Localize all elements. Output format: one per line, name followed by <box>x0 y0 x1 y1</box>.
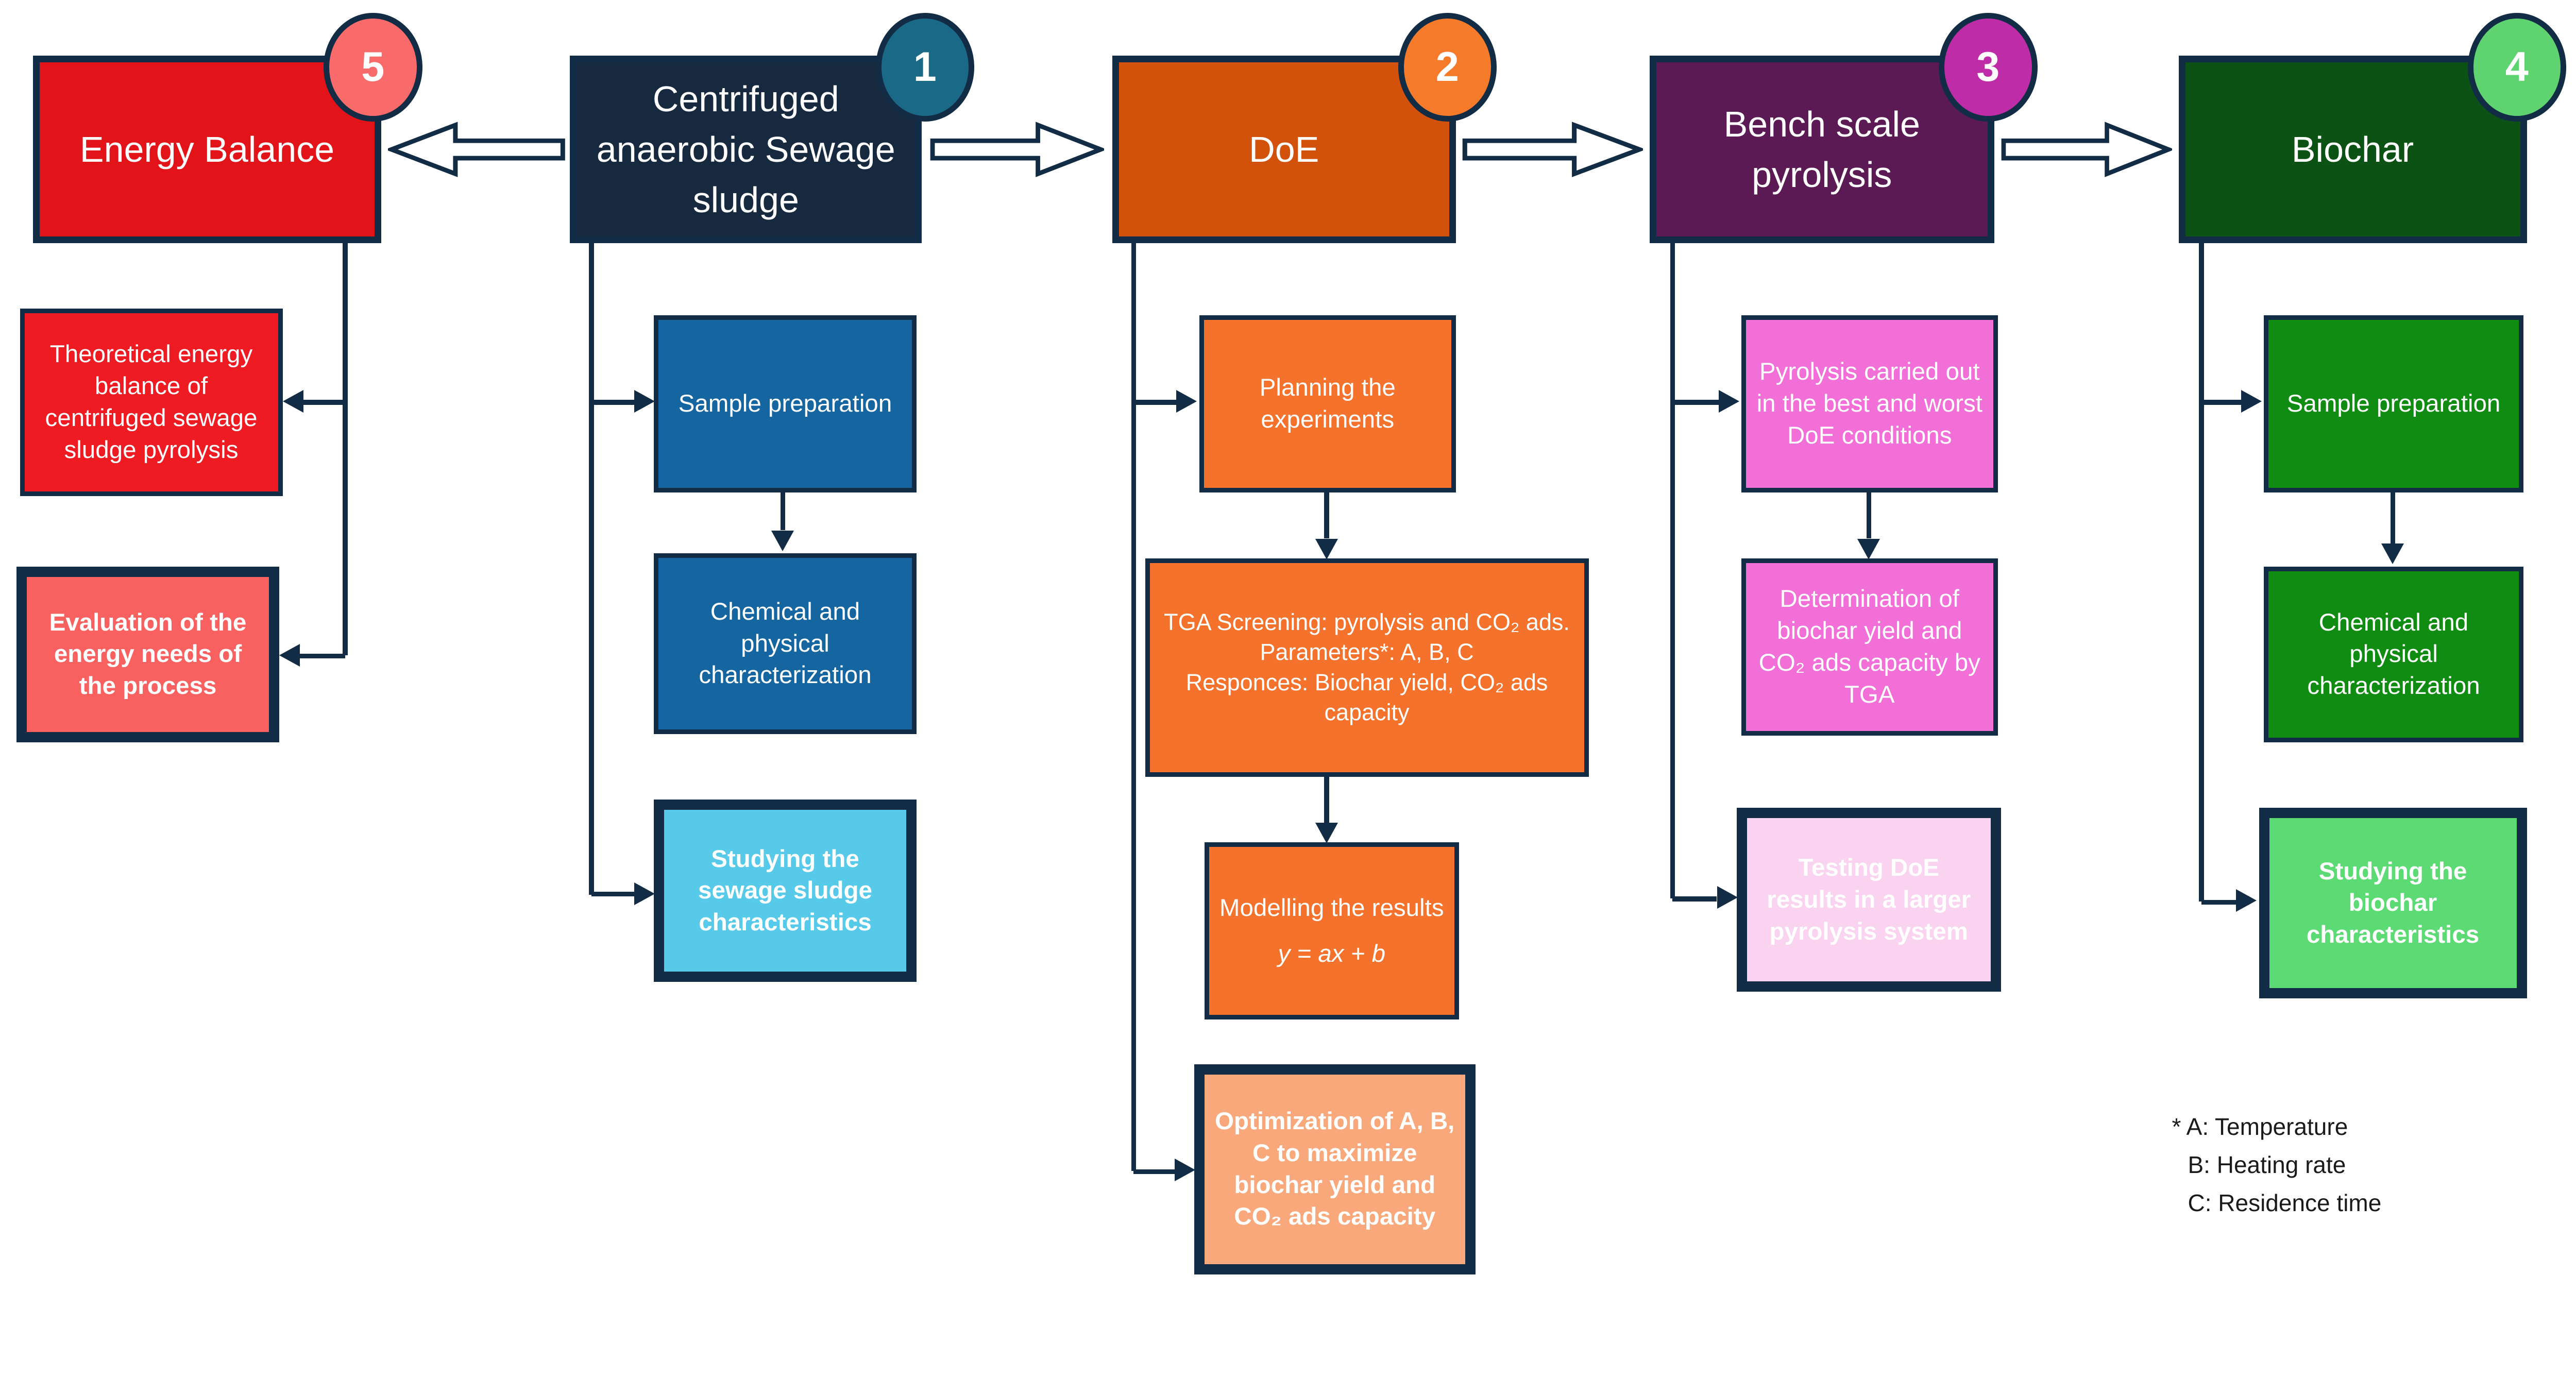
parameters-footnote: * A: Temperature B: Heating rate C: Resi… <box>2172 1108 2382 1222</box>
modelling-formula: y = ax + b <box>1278 940 1386 968</box>
doe-modelling-results-box: Modelling the results y = ax + b <box>1204 842 1459 1020</box>
stage-bench-pyrolysis-box: Bench scale pyrolysis <box>1649 56 1994 243</box>
connector-bench-down <box>1866 492 1871 539</box>
step-badge-5: 5 <box>324 13 422 122</box>
energy-theoretical-balance-box: Theoretical energy balance of centrifuge… <box>20 309 283 496</box>
footnote-line-c: C: Residence time <box>2188 1189 2382 1216</box>
arrowhead-right-icon <box>634 389 655 413</box>
stage-doe-box: DoE <box>1112 56 1456 243</box>
arrowhead-right-icon <box>1718 389 1739 413</box>
footnote-line-b: B: Heating rate <box>2188 1151 2346 1179</box>
connector-doe-down1 <box>1324 492 1329 539</box>
biochar-characterization-box: Chemical and physical characterization <box>2264 566 2523 742</box>
arrowhead-down-icon <box>1315 538 1338 559</box>
connector-sludge-vline <box>589 243 594 895</box>
doe-tga-screening-box: TGA Screening: pyrolysis and CO₂ ads. Pa… <box>1145 558 1589 777</box>
connector-biochar-down <box>2390 492 2395 543</box>
connector-sludge-down <box>780 492 785 531</box>
biochar-sample-preparation-box: Sample preparation <box>2264 315 2523 493</box>
flow-diagram: Energy Balance Centrifuged anaerobic Sew… <box>16 13 2566 1274</box>
connector-doe-branch1 <box>1133 400 1177 405</box>
bench-determination-box: Determination of biochar yield and CO₂ a… <box>1741 558 1998 736</box>
connector-energy-branch2 <box>299 653 345 659</box>
arrowhead-right-icon <box>1717 886 1738 909</box>
step-badge-2: 2 <box>1398 13 1497 122</box>
energy-needs-evaluation-box: Evaluation of the energy needs of the pr… <box>16 566 279 742</box>
connector-energy-branch1 <box>302 400 345 405</box>
arrowhead-right-icon <box>2236 889 2257 912</box>
block-arrow-left-icon <box>387 122 566 177</box>
connector-biochar-branch2 <box>2201 899 2236 905</box>
stage-biochar-box: Biochar <box>2178 56 2527 243</box>
step-badge-1: 1 <box>875 13 974 122</box>
bench-pyrolysis-conditions-box: Pyrolysis carried out in the best and wo… <box>1741 315 1998 493</box>
doe-optimization-box: Optimization of A, B, C to maximize bioc… <box>1194 1064 1476 1274</box>
arrowhead-left-icon <box>282 389 303 413</box>
arrowhead-right-icon <box>634 882 655 906</box>
sludge-studying-characteristics-box: Studying the sewage sludge characteristi… <box>653 800 917 982</box>
sludge-characterization-box: Chemical and physical characterization <box>653 553 917 734</box>
arrowhead-down-icon <box>2381 543 2404 565</box>
biochar-studying-characteristics-box: Studying the biochar characteristics <box>2259 808 2527 998</box>
connector-sludge-branch1 <box>591 400 634 405</box>
arrowhead-left-icon <box>279 643 300 667</box>
arrowhead-down-icon <box>1315 823 1338 843</box>
connector-energy-vline <box>343 243 348 655</box>
arrowhead-right-icon <box>2241 389 2262 413</box>
step-badge-4: 4 <box>2467 13 2566 122</box>
doe-planning-experiments-box: Planning the experiments <box>1199 315 1456 493</box>
connector-doe-down2 <box>1324 776 1329 823</box>
block-arrow-right-icon <box>930 122 1104 177</box>
modelling-label: Modelling the results <box>1219 894 1444 922</box>
connector-doe-branch2 <box>1133 1169 1175 1175</box>
connector-sludge-branch2 <box>591 891 634 897</box>
arrowhead-down-icon <box>1857 538 1880 559</box>
connector-bench-vline <box>1670 243 1675 898</box>
arrowhead-right-icon <box>1176 389 1197 413</box>
connector-bench-branch1 <box>1672 400 1719 405</box>
step-badge-3: 3 <box>1939 13 2038 122</box>
arrowhead-right-icon <box>1175 1158 1195 1181</box>
stage-sewage-sludge-box: Centrifuged anaerobic Sewage sludge <box>570 56 922 243</box>
footnote-line-a: * A: Temperature <box>2172 1113 2348 1141</box>
block-arrow-right-icon <box>1462 122 1643 177</box>
sludge-sample-preparation-box: Sample preparation <box>653 315 917 493</box>
connector-doe-vline <box>1131 243 1136 1171</box>
connector-biochar-branch1 <box>2201 400 2241 405</box>
block-arrow-right-icon <box>2001 122 2172 177</box>
bench-testing-doe-box: Testing DoE results in a larger pyrolysi… <box>1736 808 2001 992</box>
connector-bench-branch2 <box>1672 896 1717 902</box>
connector-biochar-vline <box>2199 243 2204 902</box>
arrowhead-down-icon <box>771 530 794 551</box>
